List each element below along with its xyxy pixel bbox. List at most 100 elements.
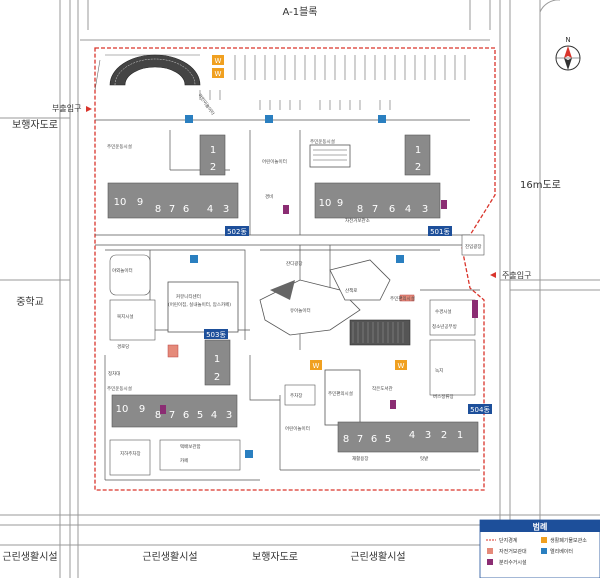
- w-marker-4: W: [398, 362, 405, 370]
- unit-502-3: 3: [223, 204, 229, 215]
- label-community: 커뮤니티센터: [176, 293, 201, 300]
- outer-labels: A-1블록 보행자도로 중학교 16m도로 근린생활시설 근린생활시설 보행자도…: [2, 6, 560, 563]
- unit-502-6: 6: [183, 204, 189, 215]
- unit-502-10: 10: [114, 197, 127, 208]
- label-parking: 주차장: [290, 392, 302, 399]
- unit-503-4: 4: [211, 410, 217, 421]
- amphitheater: 어린이놀이터: [109, 54, 216, 116]
- unit-502-2: 2: [210, 162, 216, 173]
- bottom-left-label: 근린생활시설: [2, 550, 57, 563]
- label-basement: 지하주차장: [120, 450, 141, 457]
- unit-503-10: 10: [116, 404, 129, 415]
- unit-504-1: 1: [457, 430, 463, 441]
- label-resident-green2: 주민운동시설: [107, 143, 132, 150]
- building-501: 1 2 10 9 8 7 6 4 3 501동: [314, 134, 452, 236]
- unit-503-6: 6: [183, 410, 189, 421]
- legend-item-elevator: 엘리베이터: [550, 548, 573, 555]
- unit-502-9: 9: [137, 197, 143, 208]
- label-resident-green: 주민운동시설: [310, 138, 335, 145]
- tag-503: 503동: [206, 331, 226, 339]
- unit-502-8: 8: [155, 204, 161, 215]
- unit-503-3: 3: [226, 410, 232, 421]
- label-garden: 어린이놀이터: [285, 425, 310, 432]
- unit-504-8: 8: [343, 434, 349, 445]
- w-marker-1: W: [215, 57, 222, 65]
- label-lib: 작은도서관: [372, 385, 393, 392]
- bottom-right-label: 근린생활시설: [350, 550, 405, 563]
- unit-501-1: 1: [415, 145, 421, 156]
- sub-entrance-label: 부출입구: [52, 103, 81, 113]
- label-mail: 택배보관함: [180, 443, 201, 450]
- label-walk-path: 산책로: [345, 287, 357, 294]
- unit-502-4: 4: [207, 204, 213, 215]
- legend: 범례 단지경계 생활폐기물보관소 자전거보관대 엘리베이터 분리수거시설: [479, 519, 600, 578]
- unit-501-3: 3: [422, 204, 428, 215]
- label-youth: 청소년공부방: [432, 323, 457, 330]
- unit-502-7: 7: [169, 204, 175, 215]
- unit-501-10: 10: [319, 198, 332, 209]
- right-road-label: 16m도로: [520, 180, 561, 191]
- legend-item-bike: 자전거보관대: [499, 548, 527, 555]
- unit-504-2: 2: [441, 430, 447, 441]
- bottom-mid-label: 보행자도로: [252, 551, 298, 563]
- unit-501-7: 7: [372, 204, 378, 215]
- unit-504-6: 6: [371, 434, 377, 445]
- label-water: 수경시설: [435, 308, 452, 315]
- label-guard: 경비: [265, 193, 273, 200]
- facility-markers: [160, 115, 478, 458]
- unit-504-5: 5: [385, 434, 391, 445]
- label-senior: 경로당: [117, 343, 129, 350]
- unit-501-8: 8: [357, 204, 363, 215]
- w-marker-3: W: [313, 362, 320, 370]
- unit-503-5: 5: [197, 410, 203, 421]
- unit-501-4: 4: [405, 204, 411, 215]
- main-entrance-label: 주출입구: [502, 270, 531, 280]
- unit-501-9: 9: [337, 198, 343, 209]
- top-block-label: A-1블록: [283, 6, 318, 18]
- tag-501: 501동: [430, 228, 450, 236]
- label-kids-area: 유아놀이터: [290, 307, 311, 314]
- unit-501-2: 2: [415, 162, 421, 173]
- label-drop: 정차대: [108, 370, 120, 377]
- bottom-mid-left-label: 근린생활시설: [142, 550, 197, 563]
- unit-503-7: 7: [169, 410, 175, 421]
- building-503: 1 2 503동 10 9 8 7 6 5 4 3: [111, 329, 238, 428]
- label-ride: 자전거보관소: [345, 217, 370, 224]
- tag-504: 504동: [470, 406, 490, 414]
- site-boundary: [94, 47, 496, 491]
- label-green: 녹지: [435, 367, 443, 374]
- unit-501-6: 6: [389, 204, 395, 215]
- left-school-label: 중학교: [16, 296, 44, 308]
- label-cafe: 카페: [180, 457, 188, 464]
- north-arrow-icon: N: [555, 36, 581, 71]
- unit-502-1: 1: [210, 145, 216, 156]
- building-504: 8 7 6 5 4 3 2 1 504동: [337, 404, 492, 453]
- legend-item-waste: 생활폐기물보관소: [550, 537, 587, 544]
- tag-502: 502동: [227, 228, 247, 236]
- label-welfare: 복지시설: [117, 313, 134, 320]
- unit-503-9: 9: [139, 404, 145, 415]
- unit-504-7: 7: [357, 434, 363, 445]
- label-trash: 재활용장: [352, 455, 369, 462]
- label-entry: 진입광장: [465, 243, 482, 250]
- unit-503-8: 8: [155, 410, 161, 421]
- label-playground-top: 어린이놀이터: [262, 158, 287, 165]
- label-sports: 주민운동시설: [107, 385, 132, 392]
- building-502: 1 2 10 9 8 7 6 4 3 502동: [107, 134, 249, 236]
- unit-504-3: 3: [425, 430, 431, 441]
- legend-title: 범례: [533, 522, 548, 532]
- legend-item-boundary: 단지경계: [499, 537, 518, 544]
- unit-503-2: 2: [214, 372, 220, 383]
- north-label: N: [565, 36, 570, 44]
- label-resident-fac2: 주민편의시설: [328, 390, 353, 397]
- label-resident-fac: 주민편의시설: [390, 295, 415, 302]
- label-open-space: 잔디광장: [286, 260, 303, 267]
- central-plaza: [109, 144, 485, 476]
- legend-item-recycle: 분리수거시설: [499, 559, 527, 566]
- unit-503-1: 1: [214, 354, 220, 365]
- w-marker-2: W: [215, 70, 222, 78]
- label-bus: 버스정류장: [433, 393, 454, 400]
- label-community-sub: (어린이집, 실내놀이터, 맘스카페): [168, 301, 231, 308]
- area-labels: 어린이놀이터 경비 주민운동시설 주민운동시설 커뮤니티센터 (어린이집, 실내…: [107, 138, 482, 464]
